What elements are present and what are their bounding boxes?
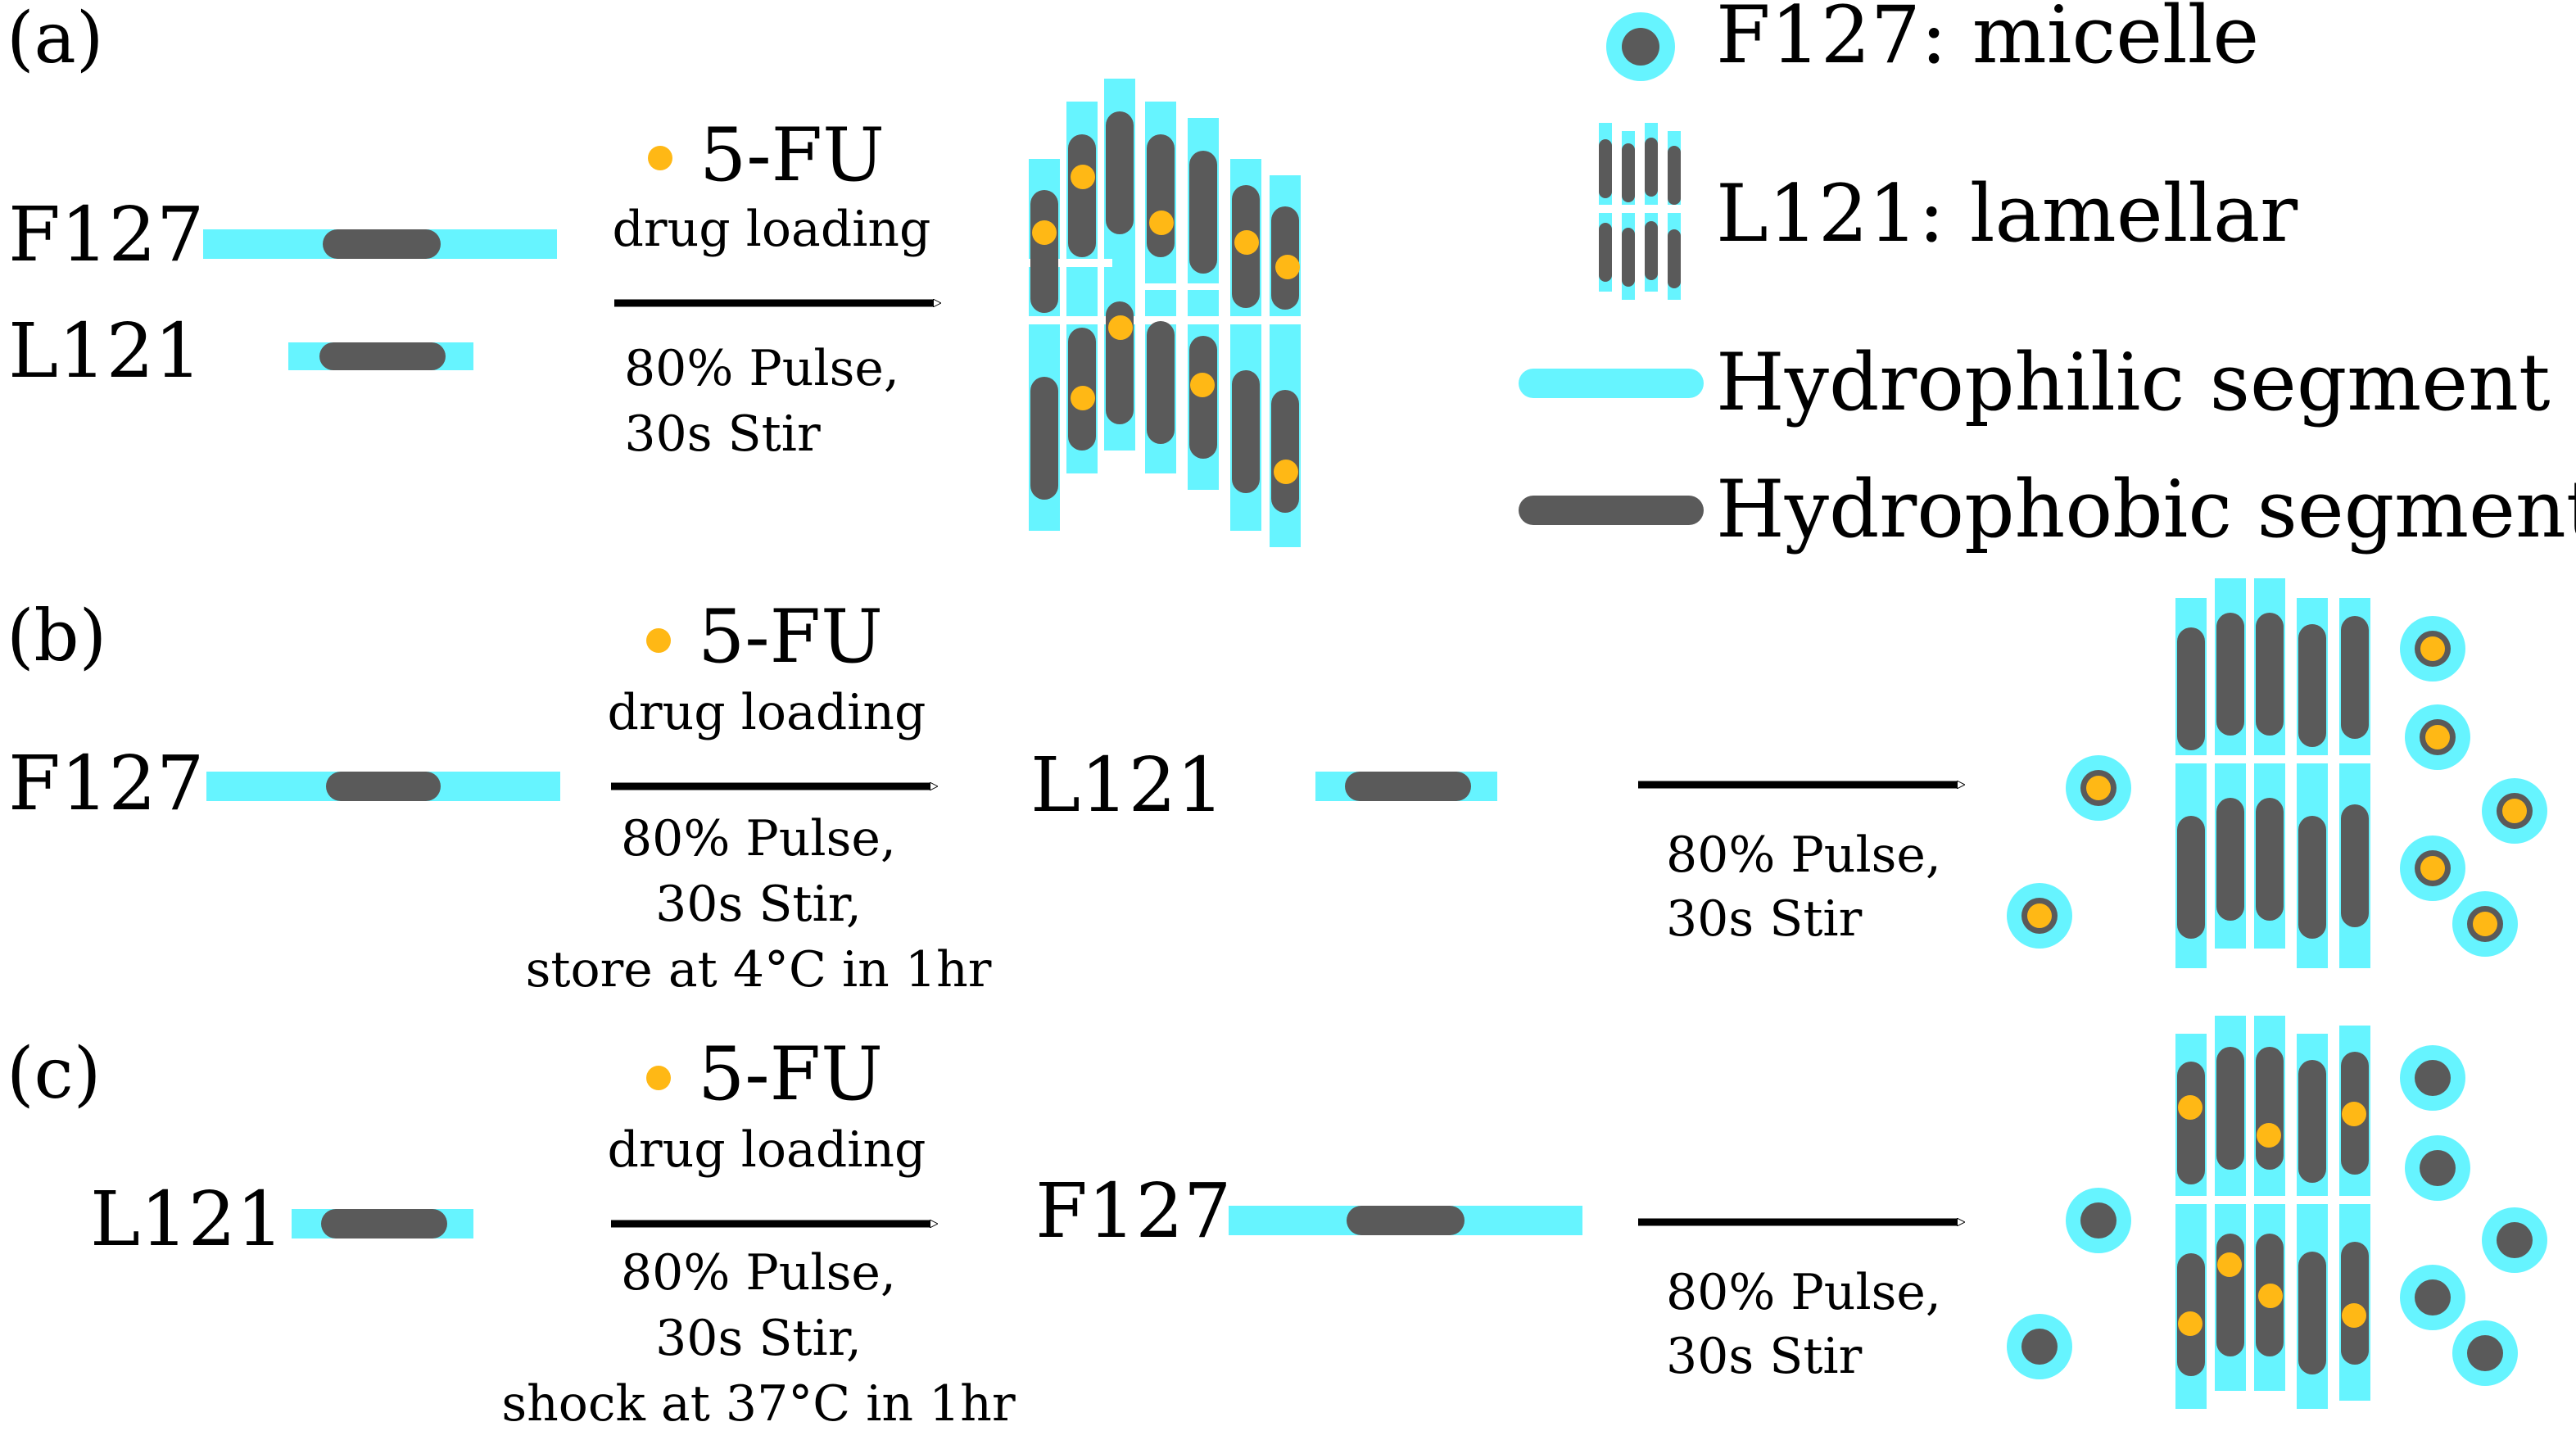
legend-lamellar-icon	[1599, 123, 1681, 300]
legend-hydrophilic-label: Hydrophilic segment	[1716, 337, 2551, 428]
panel-b-drug-label: 5-FU	[698, 594, 883, 680]
panel-c-cond-5: 30s Stir	[1666, 1328, 1863, 1385]
panel-b-cond-3: store at 4°C in 1hr	[526, 941, 992, 998]
panel-c-cond-2: 30s Stir,	[655, 1310, 862, 1367]
panel-a-drug-dot	[648, 146, 672, 170]
panel-b-cond-4: 80% Pulse,	[1666, 826, 1941, 884]
panel-c-micelles	[2007, 1045, 2547, 1386]
panel-b-f127-label: F127	[8, 740, 204, 827]
panel-c-cond-4: 80% Pulse,	[1666, 1264, 1941, 1321]
panel-c-f127-chain	[1229, 1206, 1582, 1235]
panel-a-lamellar-with-drug	[1024, 79, 1307, 547]
panel-b-cond-2: 30s Stir,	[655, 876, 862, 933]
panel-c-l121-chain	[292, 1209, 473, 1238]
panel-c-cond-3: shock at 37°C in 1hr	[501, 1375, 1016, 1433]
panel-c-l121-label: L121	[90, 1175, 284, 1263]
panel-b-cond-1: 80% Pulse,	[621, 810, 896, 867]
panel-a-label: (a)	[7, 0, 103, 79]
legend-micelle-icon	[1606, 12, 1675, 81]
panel-b-drug-dot	[646, 628, 671, 653]
panel-b-drug-step: drug loading	[608, 684, 926, 741]
panel-c-drug-dot	[646, 1066, 671, 1090]
legend-hydrophobic-label: Hydrophobic segment	[1716, 464, 2576, 555]
panel-b-f127-chain	[206, 772, 560, 801]
legend-lamellar-label: L121: lamellar	[1716, 168, 2298, 260]
panel-a-drug-label: 5-FU	[699, 112, 885, 198]
panel-c-lamellar-with-drug	[2171, 1016, 2375, 1409]
panel-b: (b) F127 5-FU drug loading 80% Pulse, 30…	[7, 578, 2547, 998]
panel-a-l121-chain	[288, 342, 473, 370]
panel-c-label: (c)	[7, 1033, 101, 1115]
panel-a-f127-label: F127	[8, 191, 204, 278]
panel-c-f127-label: F127	[1035, 1167, 1231, 1255]
panel-a-drug-step: drug loading	[613, 201, 931, 258]
panel-c-cond-1: 80% Pulse,	[621, 1244, 896, 1302]
panel-b-micelles-with-drug	[2007, 616, 2547, 957]
panel-c: (c) L121 5-FU drug loading 80% Pulse, 30…	[7, 1016, 2547, 1433]
legend-micelle-label: F127: micelle	[1716, 0, 2259, 81]
panel-a-cond-1: 80% Pulse,	[624, 340, 899, 397]
legend: F127: micelle L121: lamellar Hydrophilic…	[1519, 0, 2576, 555]
legend-hydrophobic-swatch	[1519, 496, 1704, 525]
panel-b-l121-chain	[1315, 772, 1497, 801]
panel-c-drug-label: 5-FU	[698, 1031, 883, 1117]
legend-hydrophilic-swatch	[1519, 369, 1704, 398]
panel-a: (a) F127 L121 5-FU drug loading 80% Puls…	[7, 0, 1307, 547]
panel-b-l121-label: L121	[1030, 741, 1225, 829]
panel-a-f127-chain	[203, 229, 557, 259]
panel-a-cond-2: 30s Stir	[624, 405, 821, 463]
panel-b-lamellar	[2171, 578, 2375, 968]
panel-a-l121-label: L121	[8, 307, 202, 395]
panel-c-drug-step: drug loading	[608, 1121, 926, 1179]
panel-b-cond-5: 30s Stir	[1666, 890, 1863, 948]
panel-b-label: (b)	[7, 595, 106, 677]
